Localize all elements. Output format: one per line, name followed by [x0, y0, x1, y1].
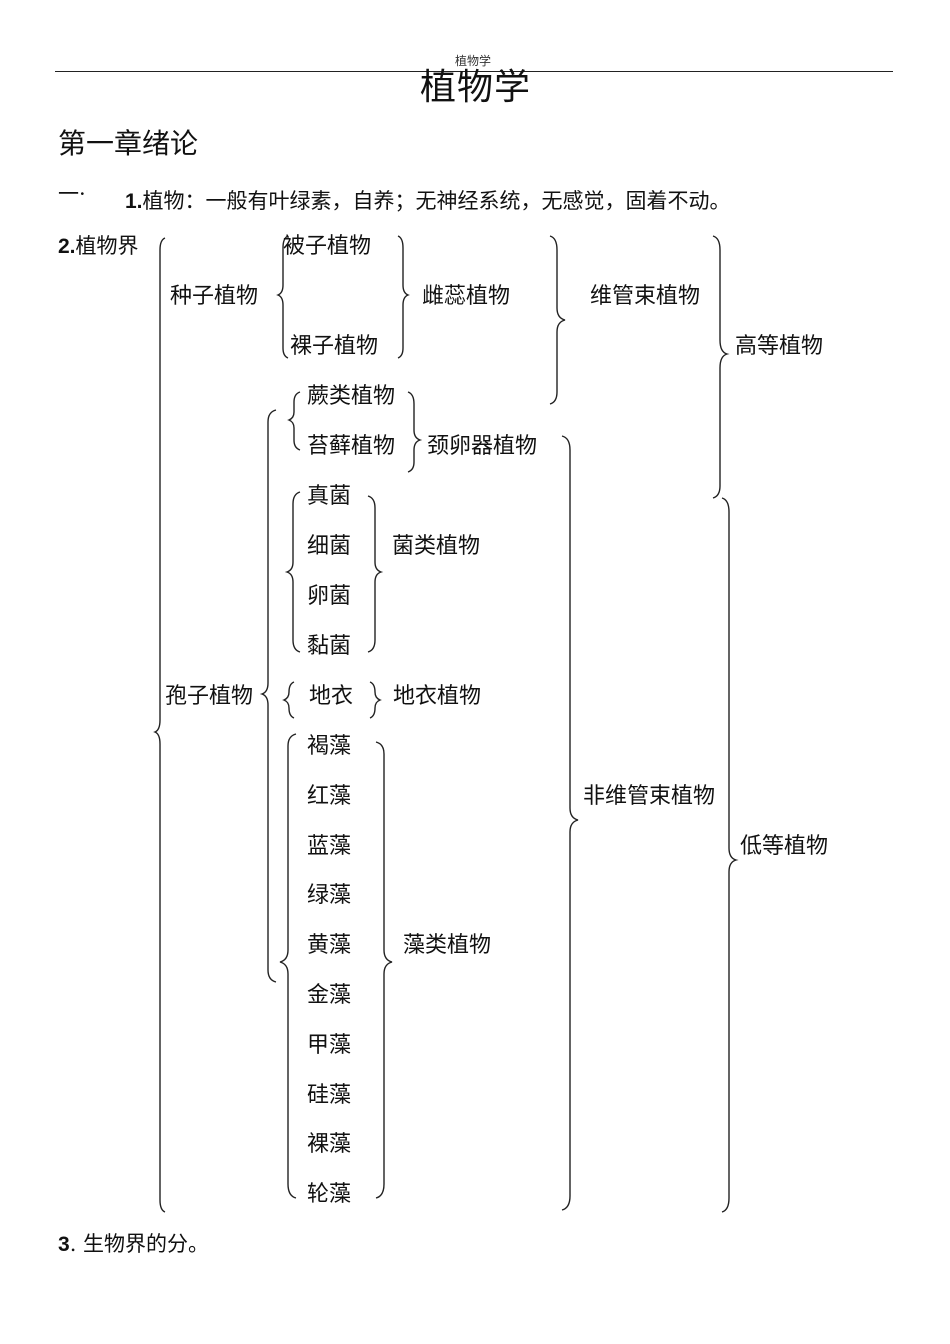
paragraph-3: 3. 生物界的分。 — [58, 1228, 209, 1258]
running-header: 植物学 — [455, 54, 492, 68]
section-mark: 一· — [58, 182, 86, 206]
brace-algae-right — [375, 741, 393, 1199]
brace-algae-left — [279, 733, 297, 1199]
label-lower-plants: 低等植物 — [740, 834, 829, 859]
paragraph-1: 1.植物：一般有叶绿素，自养；无神经系统，无感觉，固着不动。 — [125, 185, 731, 215]
label-spore-plants: 孢子植物 — [165, 684, 254, 709]
brace-fungi-right — [367, 495, 384, 653]
paragraph-1-number: 1. — [125, 190, 143, 213]
label-algae-5: 黄藻 — [307, 933, 352, 958]
label-pistil-plants: 雌蕊植物 — [422, 284, 511, 309]
label-seed-plants: 种子植物 — [170, 284, 259, 309]
paragraph-3-number: 3 — [58, 1233, 70, 1256]
brace-vascular — [549, 235, 566, 405]
label-fungi-group: 菌类植物 — [392, 534, 481, 559]
brace-nonvascular — [561, 435, 579, 1211]
label-algae-4: 绿藻 — [307, 883, 352, 908]
brace-spore — [259, 409, 277, 983]
label-algae-3: 蓝藻 — [307, 834, 352, 859]
label-algae-2: 红藻 — [307, 784, 352, 809]
label-vascular-plants: 维管束植物 — [590, 284, 701, 309]
label-algae-7: 甲藻 — [307, 1033, 352, 1058]
label-angiosperm: 被子植物 — [283, 234, 372, 259]
brace-lower — [721, 497, 739, 1213]
label-algae-1: 褐藻 — [307, 734, 352, 759]
label-fern: 蕨类植物 — [307, 384, 396, 409]
label-archegoniate: 颈卵器植物 — [427, 434, 538, 459]
brace-seed-left — [276, 235, 289, 359]
paragraph-2: 2.植物界 — [58, 230, 139, 260]
label-gymnosperm: 裸子植物 — [290, 334, 379, 359]
paragraph-1-text: 植物：一般有叶绿素，自养；无神经系统，无感觉，固着不动。 — [142, 189, 731, 213]
label-fungi-2: 细菌 — [307, 534, 352, 559]
label-fungi-3: 卵菌 — [307, 584, 352, 609]
label-fungi-1: 真菌 — [307, 484, 352, 509]
brace-higher — [712, 235, 730, 499]
label-moss: 苔藓植物 — [307, 434, 396, 459]
label-algae-group: 藻类植物 — [403, 933, 492, 958]
label-fungi-4: 黏菌 — [307, 634, 352, 659]
header-rule — [55, 71, 893, 72]
label-higher-plants: 高等植物 — [735, 334, 824, 359]
brace-archeg — [407, 391, 423, 473]
page-title: 植物学 — [420, 67, 532, 108]
brace-fern-moss-left — [287, 391, 301, 451]
brace-kingdom — [153, 237, 166, 1213]
brace-lichen-left — [282, 681, 295, 719]
paragraph-2-number: 2. — [58, 235, 76, 258]
paragraph-2-text: 植物界 — [75, 234, 139, 258]
label-algae-10: 轮藻 — [307, 1182, 352, 1207]
brace-lichen-right — [369, 681, 382, 719]
label-lichen: 地衣 — [309, 684, 354, 709]
brace-seed-right — [397, 235, 410, 359]
paragraph-3-text: . 生物界的分。 — [69, 1232, 210, 1256]
chapter-heading: 第一章绪论 — [58, 127, 199, 160]
label-algae-9: 裸藻 — [307, 1132, 352, 1157]
label-nonvascular-plants: 非维管束植物 — [583, 784, 716, 809]
label-lichen-group: 地衣植物 — [393, 684, 482, 709]
brace-fungi-left — [284, 491, 301, 653]
label-algae-8: 硅藻 — [307, 1083, 352, 1108]
label-algae-6: 金藻 — [307, 983, 352, 1008]
